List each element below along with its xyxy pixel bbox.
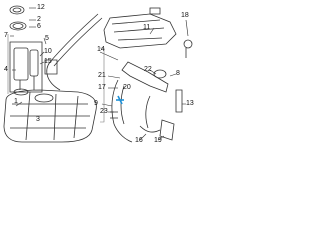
callout-17: 17 xyxy=(98,84,106,91)
inlet-pipe-assembly xyxy=(111,39,193,143)
callout-22: 22 xyxy=(144,66,152,73)
callout-12: 12 xyxy=(37,4,45,11)
callout-23: 23 xyxy=(100,108,108,115)
callout-4: 4 xyxy=(4,66,8,73)
callout-2: 2 xyxy=(37,16,41,23)
callout-21: 21 xyxy=(98,72,106,79)
hose-clamp xyxy=(110,111,175,141)
callout-8: 8 xyxy=(176,70,180,77)
callout-9: 9 xyxy=(94,100,98,107)
callout-10: 10 xyxy=(44,48,52,55)
fuel-system-diagram xyxy=(3,5,193,143)
callout-13: 13 xyxy=(186,100,194,107)
callout-1: 1 xyxy=(14,98,18,105)
filler-pipe xyxy=(44,13,103,91)
callout-6: 6 xyxy=(37,23,41,30)
callout-15: 15 xyxy=(44,58,52,65)
callout-14: 14 xyxy=(97,46,105,53)
callout-19: 19 xyxy=(154,137,162,144)
evap-canister xyxy=(103,7,177,49)
fuel-pump-module xyxy=(9,41,43,96)
group-bracket xyxy=(7,34,105,123)
callout-3: 3 xyxy=(36,116,40,123)
pump-cap-part xyxy=(9,5,25,15)
callout-18: 18 xyxy=(181,12,189,19)
highlighted-part xyxy=(116,95,124,105)
fuel-tank xyxy=(3,89,97,143)
callout-7: 7 xyxy=(4,32,8,39)
callout-5: 5 xyxy=(45,35,49,42)
callout-11: 11 xyxy=(143,24,151,31)
callout-20: 20 xyxy=(123,84,131,91)
seal-ring-part xyxy=(9,21,27,31)
leader-lines xyxy=(10,7,189,141)
callout-16: 16 xyxy=(135,137,143,144)
